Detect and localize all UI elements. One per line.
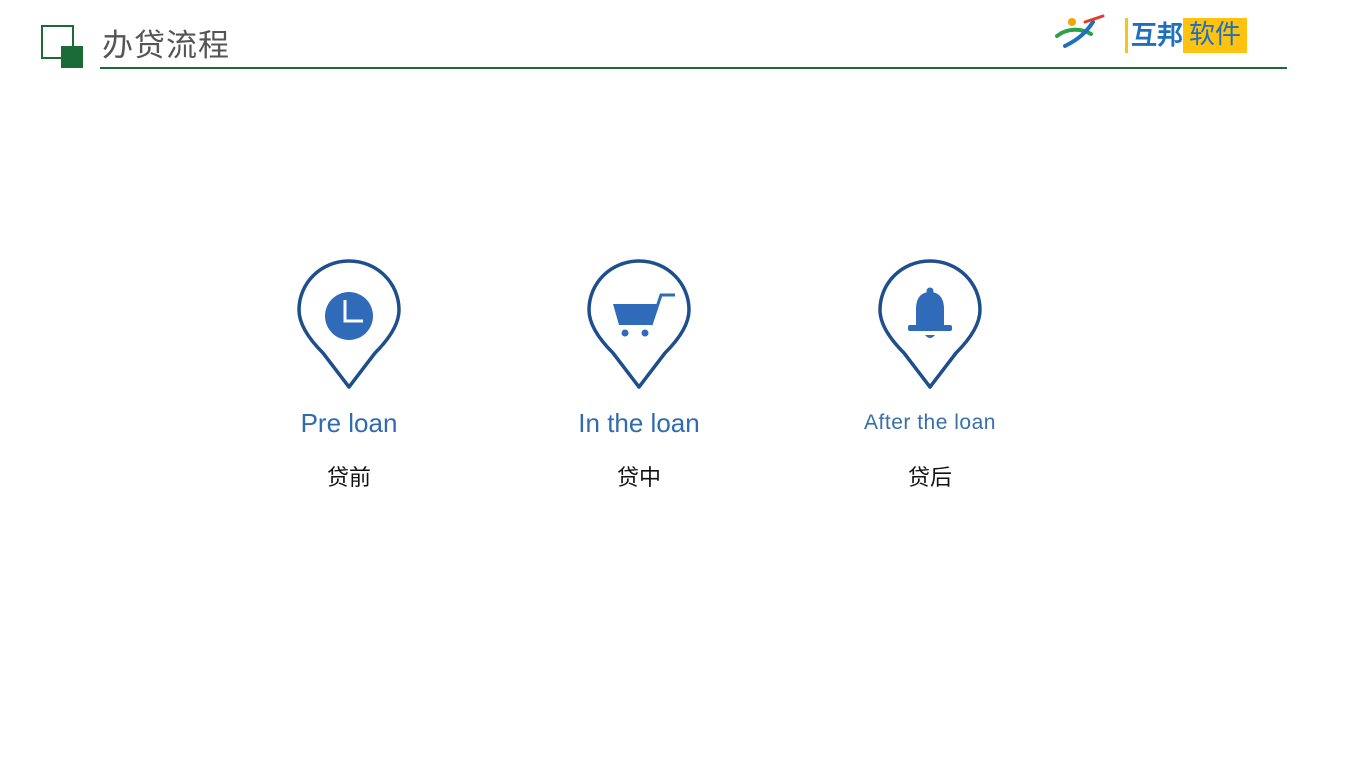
location-pin-icon: [297, 259, 401, 389]
clock-icon: [325, 292, 373, 340]
bell-icon: [908, 287, 952, 338]
corner-decoration-fill: [61, 46, 83, 68]
step-label-en: In the loan: [578, 408, 700, 438]
location-pin-icon: [878, 259, 982, 389]
step-after-the-loan: After the loan 贷后: [810, 259, 1050, 491]
step-label-en: Pre loan: [300, 408, 398, 438]
step-label-cn: 贷后: [907, 466, 952, 491]
step-label-cn: 贷前: [326, 466, 371, 491]
title-underline: [100, 67, 1287, 69]
brand-divider: [1125, 18, 1128, 53]
step-pre-loan: Pre loan 贷前: [229, 259, 469, 491]
step-label-cn: 贷中: [616, 466, 661, 491]
brand-name-part2: 软件: [1183, 18, 1247, 53]
page-title: 办贷流程: [102, 28, 230, 64]
shopping-cart-icon: [613, 293, 675, 337]
step-label-en: After the loan: [864, 411, 996, 434]
step-in-the-loan: In the loan 贷中: [519, 259, 759, 491]
location-pin-icon: [587, 259, 691, 389]
brand-name-part1: 互邦: [1131, 21, 1184, 51]
brand-logo-icon: [1055, 14, 1105, 48]
corner-decoration-outline: [41, 25, 74, 59]
